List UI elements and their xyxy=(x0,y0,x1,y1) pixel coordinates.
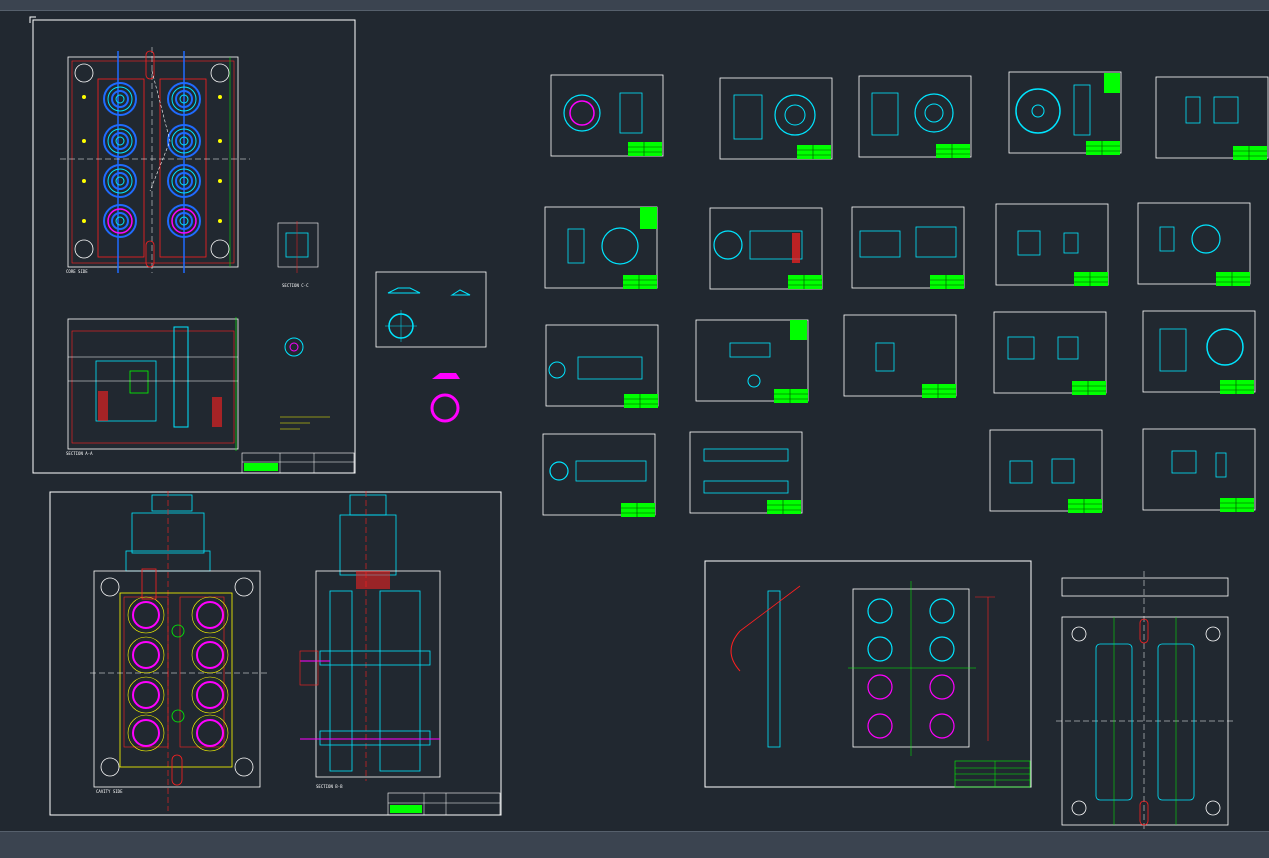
top-toolbar-strip xyxy=(0,0,1269,11)
sheet-mold-cavity[interactable]: CAVITY SIDE SECTION B-B xyxy=(49,491,502,816)
status-bar xyxy=(0,831,1269,858)
sheet-part-3[interactable] xyxy=(858,75,972,159)
sheet-part-13[interactable] xyxy=(843,314,957,399)
magenta-ring-part[interactable] xyxy=(430,373,460,423)
sheet-part-18[interactable] xyxy=(989,429,1103,514)
sheet-part-8[interactable] xyxy=(851,206,965,290)
section-aa-label: SECTION A-A xyxy=(66,451,93,456)
sheet-part-4[interactable] xyxy=(1008,71,1122,156)
sheet-part-5[interactable] xyxy=(1155,76,1269,161)
cad-drawing: CORE SIDE SECTION C-C SECTION A-A xyxy=(29,16,1269,831)
sheet-part-14[interactable] xyxy=(993,311,1107,396)
section-cc-label: SECTION C-C xyxy=(282,283,309,288)
sheet-part-12[interactable] xyxy=(695,319,809,404)
sheet-part-7[interactable] xyxy=(709,207,823,290)
cavity-side-label: CAVITY SIDE xyxy=(96,789,123,794)
sheet-part-11[interactable] xyxy=(545,324,659,409)
sheet-plate-right[interactable] xyxy=(1056,571,1236,831)
sheet-part-2[interactable] xyxy=(719,77,833,160)
sheet-part-6[interactable] xyxy=(544,206,658,290)
sheet-part-1[interactable] xyxy=(550,74,664,157)
sheet-part-17[interactable] xyxy=(689,431,803,515)
sheet-plate-detail[interactable] xyxy=(704,560,1032,788)
sheet-part-10[interactable] xyxy=(1137,202,1251,287)
sheet-sprue-detail[interactable] xyxy=(375,271,487,348)
sheet-part-15[interactable] xyxy=(1142,310,1256,395)
sheet-part-16[interactable] xyxy=(542,433,656,518)
sheet-part-19[interactable] xyxy=(1142,428,1256,513)
drawing-canvas[interactable]: CORE SIDE SECTION C-C SECTION A-A xyxy=(0,11,1269,831)
sheet-mold-plan[interactable]: CORE SIDE SECTION C-C SECTION A-A xyxy=(32,19,356,474)
sheet-part-9[interactable] xyxy=(995,203,1109,287)
section-bb-label: SECTION B-B xyxy=(316,784,343,789)
core-side-label: CORE SIDE xyxy=(66,269,88,274)
